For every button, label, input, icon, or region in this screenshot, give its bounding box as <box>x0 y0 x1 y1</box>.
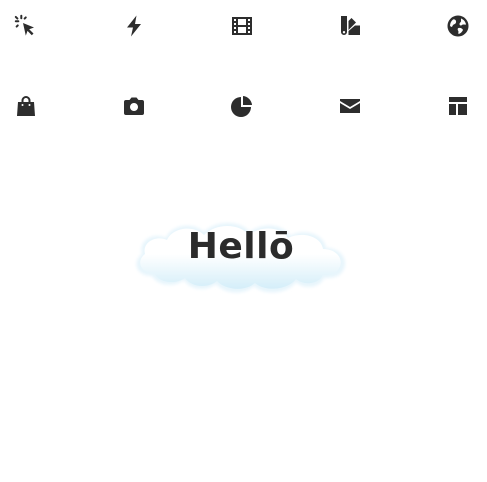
cursor-click-icon[interactable] <box>14 14 38 38</box>
pie-chart-icon[interactable] <box>230 94 254 118</box>
shopping-bag-icon[interactable] <box>14 94 38 118</box>
envelope-icon[interactable] <box>338 94 362 118</box>
hello-cloud: Hellō <box>128 218 354 298</box>
film-icon[interactable] <box>230 14 254 38</box>
cloud-shape <box>136 223 346 293</box>
globe-icon[interactable] <box>446 14 470 38</box>
camera-icon[interactable] <box>122 94 146 118</box>
lightning-icon[interactable] <box>122 14 146 38</box>
swatches-icon[interactable] <box>338 14 362 38</box>
hello-text: Hellō <box>187 226 295 267</box>
layout-icon[interactable] <box>446 94 470 118</box>
